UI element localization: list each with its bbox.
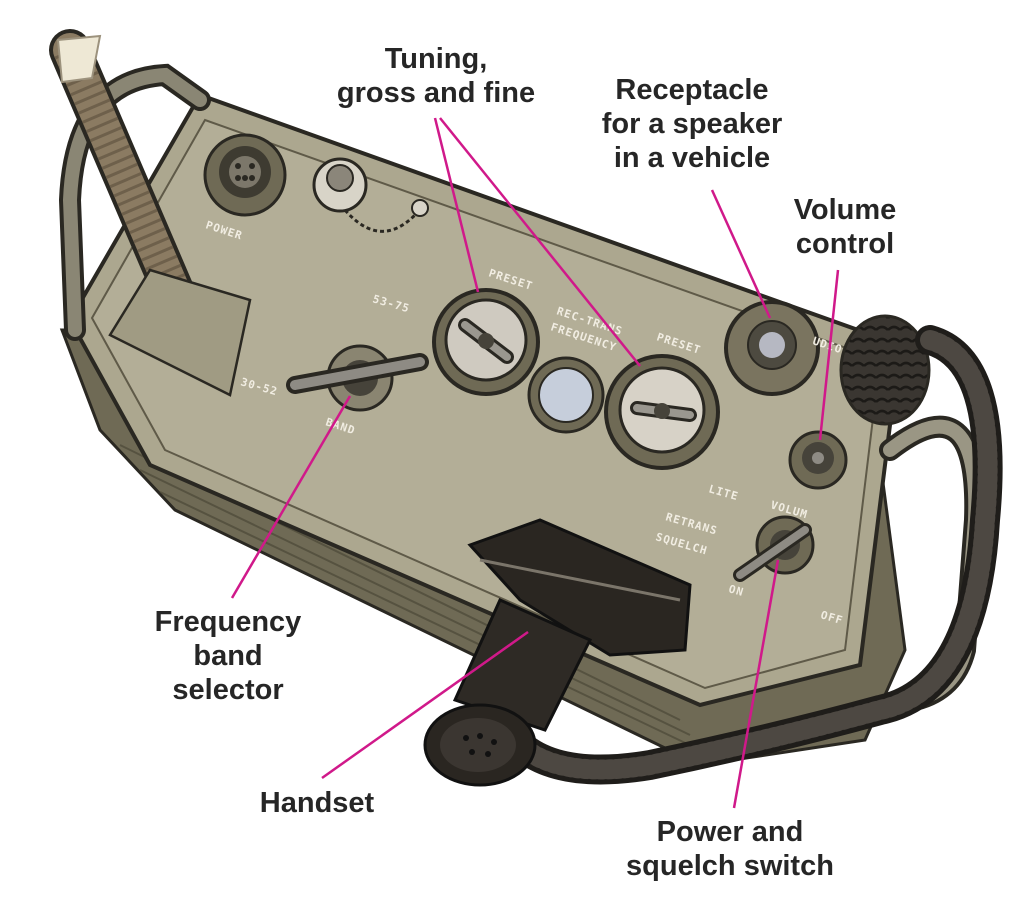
speaker-receptacle [724,300,820,396]
tuning-knob-gross [432,288,540,396]
handset-icon [423,518,692,787]
callout-band-selector: Frequency band selector [154,606,302,706]
antenna-connector-icon [312,157,429,233]
power-squelch-switch [733,515,815,582]
side-plate [108,268,252,397]
tuning-knob-fine [604,354,720,470]
callout-tuning: Tuning, gross and fine [336,43,536,109]
leader-tuning-gross [433,117,480,293]
frequency-window [527,356,605,434]
marking-on: ON [727,582,745,599]
callout-volume: Volume control [793,194,897,260]
leader-volume [818,269,840,441]
cable-connector [839,314,931,426]
leader-tuning-fine [439,117,641,367]
callout-receptacle: Receptacle for a speaker in a vehicle [601,74,783,174]
band-selector-knob [286,344,429,412]
leader-receptacle [710,189,772,319]
callout-power-squelch: Power and squelch switch [626,816,834,882]
power-connector-icon [203,133,287,217]
callout-handset: Handset [259,787,375,819]
leader-band-selector [230,395,352,599]
leader-lines [230,117,840,809]
leader-power-squelch [732,559,780,809]
marking-off: OFF [819,608,845,627]
coiled-cord [505,325,1003,785]
leader-handset [321,630,529,780]
volume-knob [788,430,848,490]
